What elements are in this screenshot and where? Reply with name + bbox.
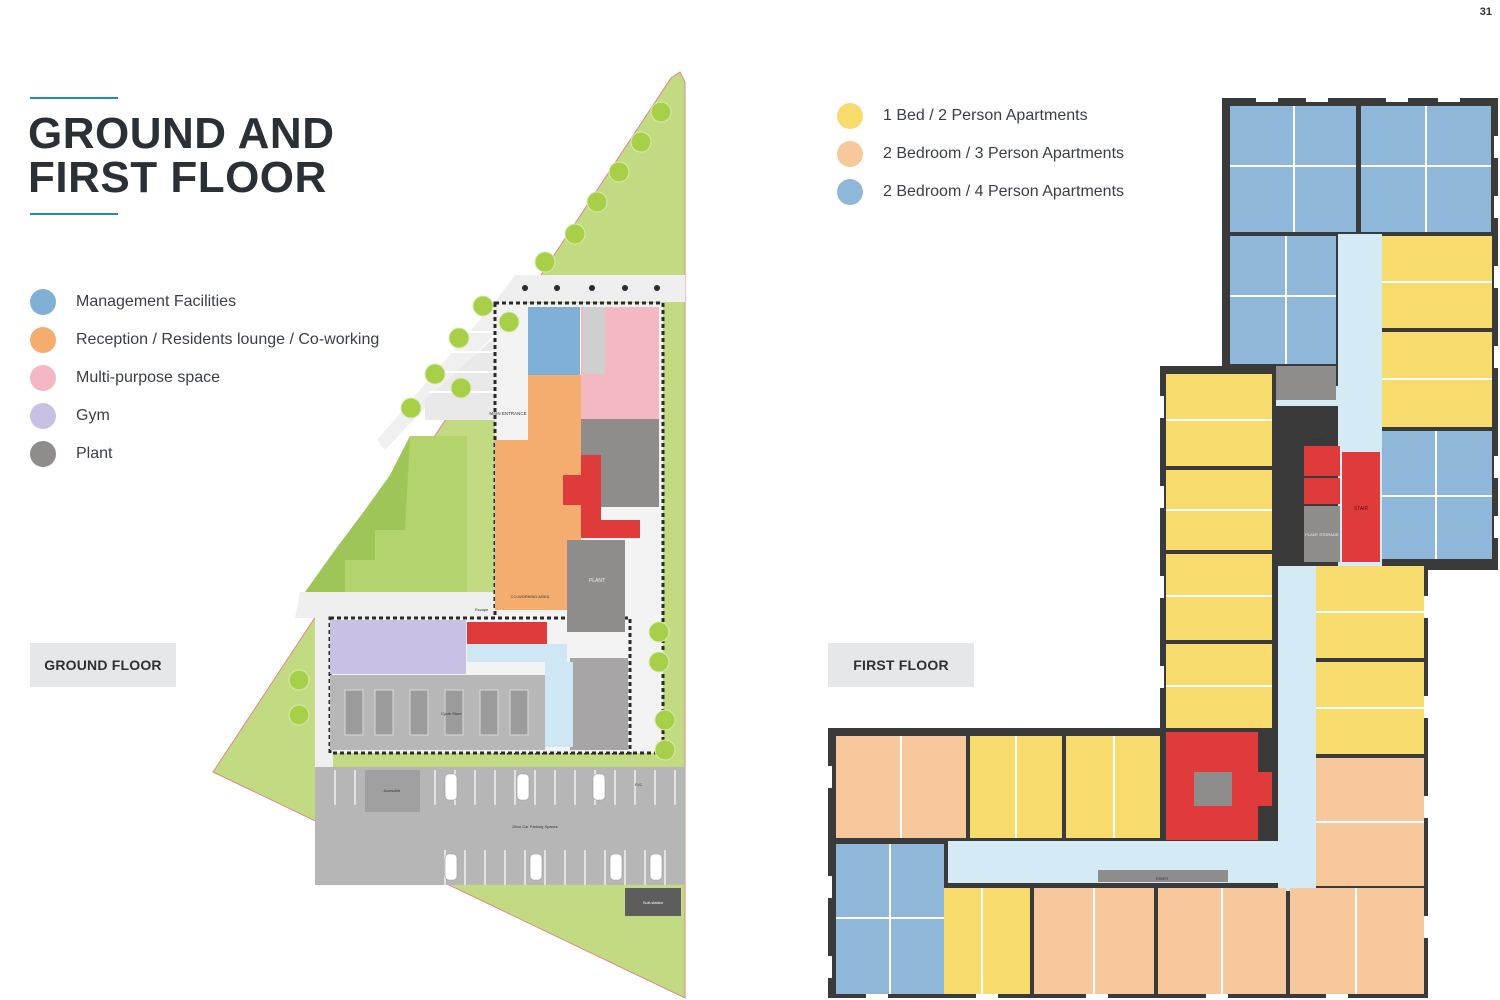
page-number: 31 [1479,6,1492,18]
corridor-blue [467,644,567,662]
main-entrance-label: MAIN ENTRANCE [489,411,526,416]
plant-label: PLANT [589,578,605,584]
core-red-small [1234,772,1272,806]
title-rule-bottom [30,213,118,215]
room-wc-2 [583,307,605,374]
path-bottom-left [295,592,495,618]
legend-label: Management Facilities [76,293,237,310]
stair-cores [1166,446,1380,840]
legend-label: 2 Bedroom / 4 Person Apartments [883,183,1125,200]
first-floor-plan: STAIR PLANT STORAGE RISER RISER [826,96,1500,1000]
lawn-dark [305,436,410,592]
escape-label: Escape [475,607,489,612]
title-line-2: FIRST FLOOR [28,153,327,202]
room-plant-main [567,540,625,632]
core-stair-1 [581,455,640,538]
room-cycle-store [330,675,545,750]
first-floor-legend: 1 Bed / 2 Person Apartments 2 Bedroom / … [837,97,1124,211]
ground-floor-legend: Management Facilities Reception / Reside… [30,283,379,473]
sub-station [625,888,681,916]
legend-dot-2bed-3p [837,141,863,167]
legend-item-2bed-3p: 2 Bedroom / 3 Person Apartments [837,135,1124,173]
room-management [528,307,580,375]
car-parking-label: 26no Car Parking Spaces [512,824,558,829]
legend-dot-gym [30,403,56,429]
core-lift-1 [563,475,583,505]
accessible-bays [365,770,420,812]
legend-item-1bed: 1 Bed / 2 Person Apartments [837,97,1124,135]
legend-item-reception: Reception / Residents lounge / Co-workin… [30,321,379,359]
title-line-1: GROUND AND [28,109,335,158]
legend-dot-2bed-4p [837,179,863,205]
legend-label: Multi-purpose space [76,369,221,386]
corridor-blue-2 [545,662,573,747]
legend-label: Reception / Residents lounge / Co-workin… [76,331,380,348]
legend-label: 2 Bedroom / 3 Person Apartments [883,145,1125,162]
stair-label: STAIR [1354,506,1369,512]
legend-label: Gym [76,407,110,424]
parking-bays [334,770,676,885]
ground-floor-tag: GROUND FLOOR [30,643,176,687]
legend-dot-reception [30,327,56,353]
legend-label: Plant [76,445,113,462]
ground-floor-plan: MAIN ENTRANCE PLANT CO-WORKING AREA Esca… [205,70,690,1000]
legend-item-management: Management Facilities [30,283,379,321]
legend-dot-plant [30,441,56,467]
ev-label: EVC [635,783,643,787]
sub-station-label: Sub-station [643,900,663,905]
legend-dot-management [30,289,56,315]
plant-storage [1098,366,1340,882]
room-reception [495,375,581,610]
bollards [522,285,660,291]
room-gym [330,620,466,674]
riser-label-1: RISER [1312,437,1324,442]
parked-cars [444,773,663,881]
legend-dot-1bed [837,103,863,129]
cycle-racks [344,689,529,736]
legend-item-2bed-4p: 2 Bedroom / 4 Person Apartments [837,173,1124,211]
legend-item-multipurpose: Multi-purpose space [30,359,379,397]
cycle-store-label: Cycle Store [441,711,462,716]
legend-dot-multipurpose [30,365,56,391]
title-rule-top [30,97,118,99]
legend-item-gym: Gym [30,397,379,435]
window-markers [828,98,1498,998]
legend-item-plant: Plant [30,435,379,473]
first-floor-tag: FIRST FLOOR [828,643,974,687]
plant-storage-label: PLANT STORAGE [1305,532,1339,537]
riser-label-2: RISER [1156,876,1168,881]
co-working-label: CO-WORKING AREA [511,594,550,599]
legend-label: 1 Bed / 2 Person Apartments [883,107,1088,124]
room-plant-lower [570,658,628,750]
trees [288,101,676,761]
internal-walls [836,106,1492,994]
accessible-label: Accessible [384,789,401,793]
core-stair-2 [467,622,547,644]
page-title: GROUND AND FIRST FLOOR [28,112,388,200]
